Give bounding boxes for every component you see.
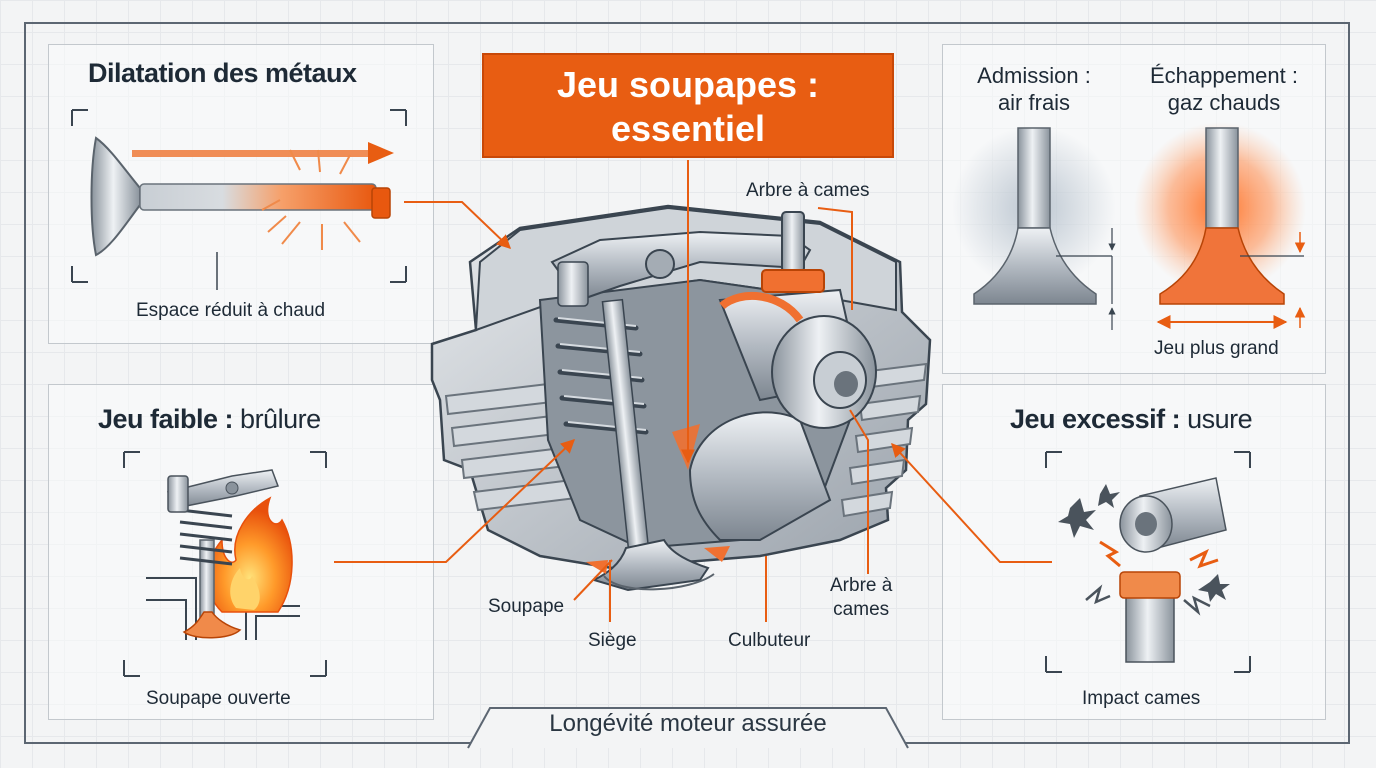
caption-jeu-plus-grand: Jeu plus grand: [1154, 338, 1279, 359]
label-echappement: Échappement : gaz chauds: [1134, 62, 1314, 116]
label-arbre-a-cames-top: Arbre à cames: [746, 180, 870, 201]
title-line2: essentiel: [610, 108, 766, 149]
caption-soupape-ouverte: Soupape ouverte: [146, 688, 291, 709]
footer-longevite: Longévité moteur assurée: [549, 710, 827, 737]
footer-banner: [467, 707, 909, 749]
main-title: Jeu soupapes : essentiel: [482, 53, 894, 158]
admission-echappement-illustration: [952, 122, 1306, 330]
jeu-excessif-illustration: [1045, 451, 1251, 673]
heading-dilatation: Dilatation des métaux: [88, 58, 357, 88]
label-arbre-a-cames-right: Arbre à cames: [830, 574, 892, 622]
caption-impact-cames: Impact cames: [1082, 688, 1201, 709]
title-line1: Jeu soupapes :: [556, 64, 820, 105]
heading-jeu-faible-light: brûlure: [233, 404, 321, 434]
heading-jeu-excessif-light: usure: [1180, 404, 1253, 434]
label-admission-line1: Admission :: [977, 63, 1091, 88]
heading-jeu-excessif-bold: Jeu excessif :: [1010, 404, 1181, 434]
heading-jeu-excessif: Jeu excessif : usure: [1010, 404, 1253, 435]
label-culbuteur: Culbuteur: [728, 630, 811, 651]
label-admission-line2: air frais: [997, 90, 1071, 115]
label-soupape: Soupape: [488, 596, 565, 617]
engine-cutaway: [430, 204, 932, 592]
jeu-faible-illustration: [123, 451, 327, 677]
label-siege: Siège: [588, 630, 637, 651]
label-echappement-line2: gaz chauds: [1167, 90, 1281, 115]
heading-jeu-faible-bold: Jeu faible :: [98, 404, 234, 434]
panel-jeu-excessif: [942, 384, 1326, 720]
label-arbre-a-cames-right-line2: cames: [833, 599, 890, 620]
heading-jeu-faible: Jeu faible : brûlure: [98, 404, 321, 435]
label-echappement-line1: Échappement :: [1150, 63, 1298, 88]
leader-lines: [334, 160, 1052, 622]
label-arbre-a-cames-right-line1: Arbre à: [830, 575, 893, 596]
caption-espace-reduit: Espace réduit à chaud: [136, 300, 326, 321]
label-admission: Admission : air frais: [966, 62, 1102, 116]
dilatation-illustration: [71, 109, 407, 290]
